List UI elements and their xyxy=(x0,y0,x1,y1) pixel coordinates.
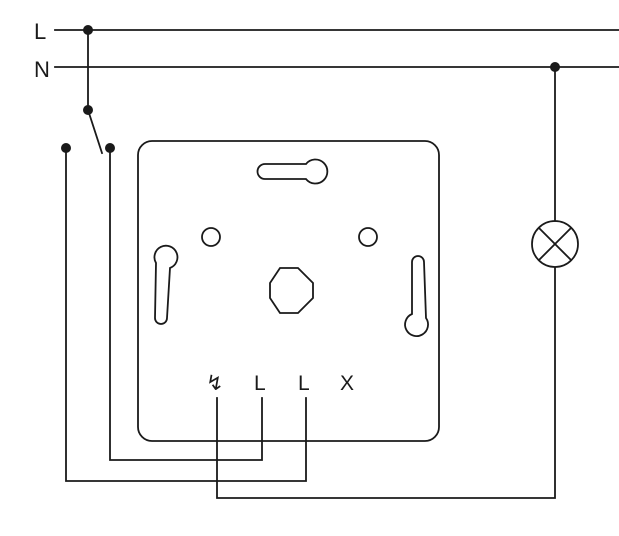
mounting-slot-top xyxy=(256,158,329,185)
mounting-slot-right xyxy=(404,255,429,337)
dimmer-output-terminal-label: ↯ xyxy=(206,372,224,395)
line-terminal-2-label: L xyxy=(298,372,310,395)
dimmer-knob xyxy=(269,267,314,314)
dimmer-insert: ↯ L L X xyxy=(137,140,440,442)
mounting-slot-left xyxy=(153,244,179,325)
dimmer-housing xyxy=(137,140,440,442)
neutral-bus-label: N xyxy=(34,57,50,82)
screw-hole-right xyxy=(358,227,378,247)
traveler-wire-left xyxy=(65,147,307,482)
dimmer-output-wire xyxy=(216,267,556,499)
unused-terminal-label: X xyxy=(340,372,354,395)
lamp-icon xyxy=(531,220,579,268)
line-bus-label: L xyxy=(34,19,46,44)
switch-blade xyxy=(86,108,104,155)
lamp-cross-2 xyxy=(537,226,573,262)
traveler-wire-right xyxy=(109,147,263,461)
line-terminal-1-label: L xyxy=(254,372,266,395)
lamp-circle xyxy=(531,220,579,268)
screw-hole-left xyxy=(201,227,221,247)
changeover-switch xyxy=(61,25,115,155)
